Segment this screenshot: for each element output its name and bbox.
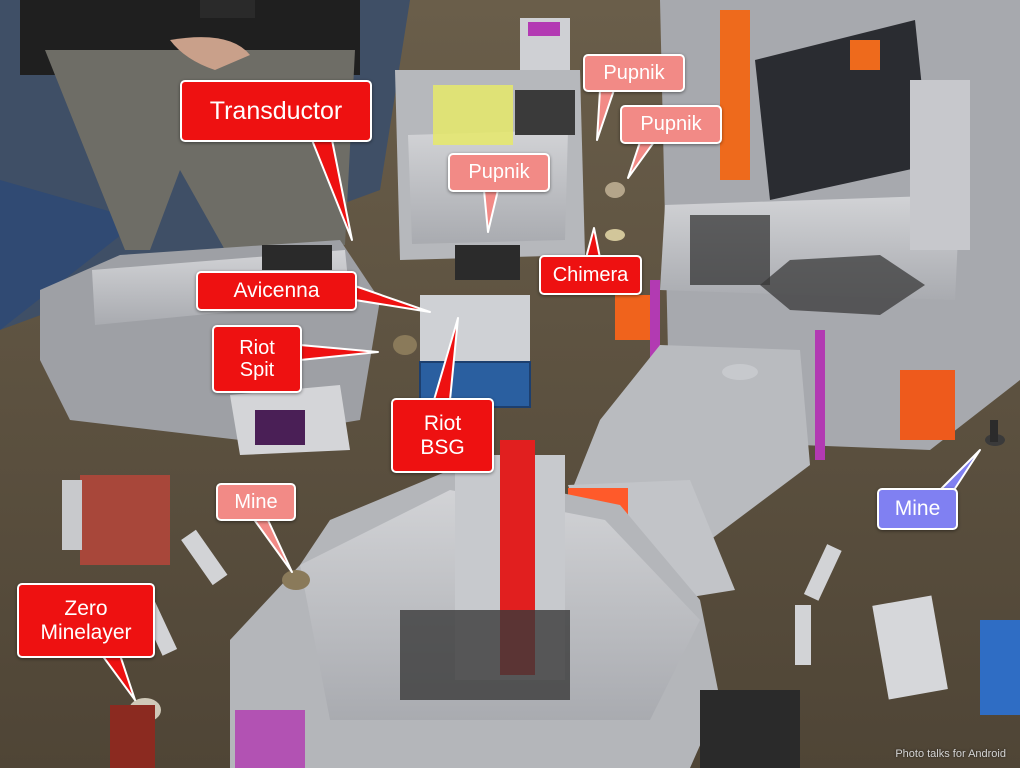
callout-pupnik-3: Pupnik xyxy=(448,153,550,192)
callout-mine-2: Mine xyxy=(877,488,958,530)
callout-chimera: Chimera xyxy=(539,255,642,295)
callout-avicenna: Avicenna xyxy=(196,271,357,311)
callout-transductor: Transductor xyxy=(180,80,372,142)
blue-mat xyxy=(0,180,140,330)
callout-pupnik-2: Pupnik xyxy=(620,105,722,144)
callout-pupnik-1: Pupnik xyxy=(583,54,685,92)
callout-riot-bsg: Riot BSG xyxy=(391,398,494,473)
callout-zero-minelayer: Zero Minelayer xyxy=(17,583,155,658)
miniatures xyxy=(110,182,1005,768)
building-right xyxy=(615,0,1020,460)
front-platform xyxy=(230,440,720,768)
callout-riot-spit: Riot Spit xyxy=(212,325,302,393)
watermark-text: Photo talks for Android xyxy=(895,748,1006,760)
blue-crate xyxy=(419,295,531,408)
red-crate xyxy=(62,475,170,565)
callout-mine-1: Mine xyxy=(216,483,296,521)
